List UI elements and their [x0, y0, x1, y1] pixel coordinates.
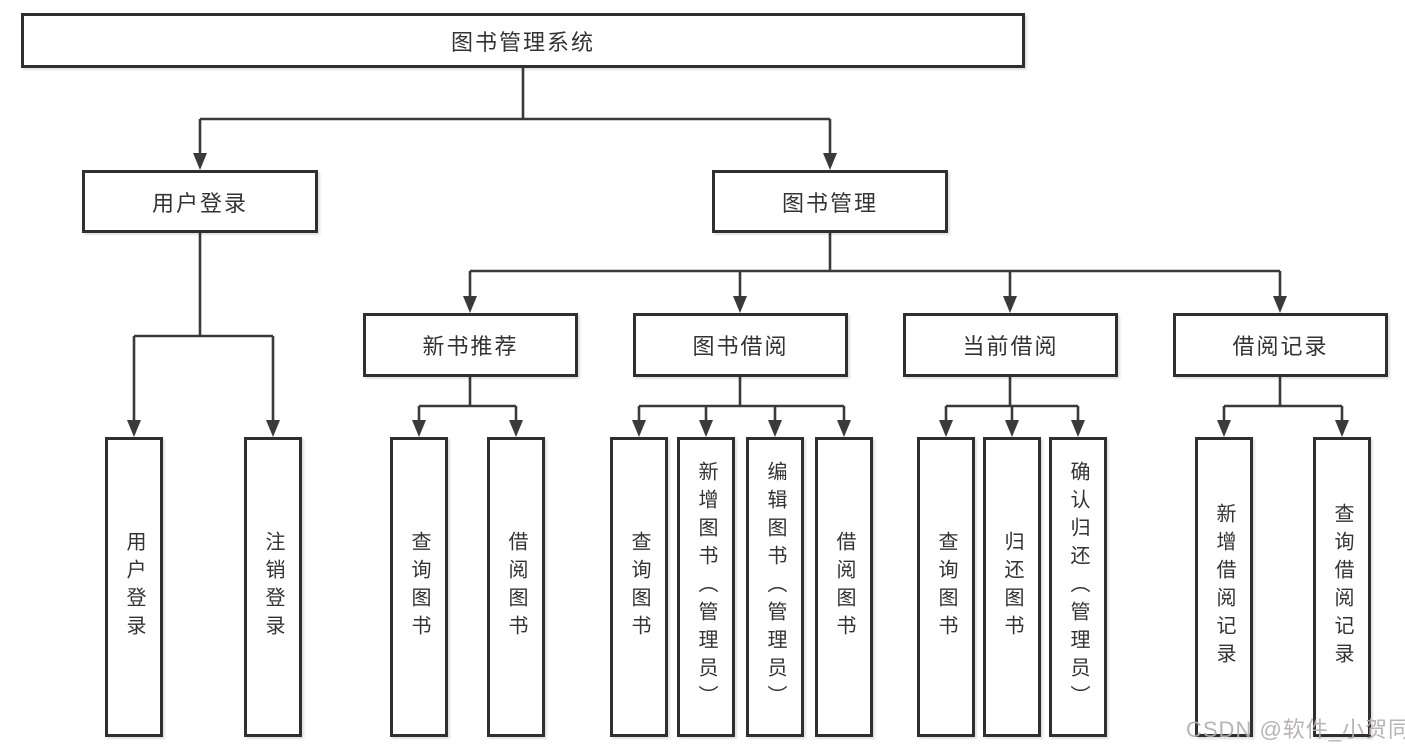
node-new-book-recommendation: 新书推荐 — [363, 313, 578, 377]
leaf-confirm-return-admin: 确认归还（管理员） — [1049, 437, 1107, 737]
node-current-borrowing: 当前借阅 — [903, 313, 1118, 377]
leaf-label: 查询图书 — [408, 531, 430, 643]
leaf-query-books-current: 查询图书 — [917, 437, 975, 737]
arrowhead — [768, 420, 782, 437]
connector-root-to-level2 — [198, 68, 832, 156]
node-borrowing-records: 借阅记录 — [1173, 313, 1388, 377]
arrowhead — [1005, 420, 1019, 437]
leaf-query-books-newbook: 查询图书 — [390, 437, 448, 737]
node-user-login: 用户登录 — [82, 170, 318, 233]
node-library-management-system: 图书管理系统 — [21, 13, 1025, 68]
arrowhead — [837, 420, 851, 437]
arrowhead — [823, 153, 837, 170]
arrowhead — [1273, 296, 1287, 313]
connector-new-book-children — [417, 377, 518, 423]
leaf-label: 查询图书 — [628, 531, 650, 643]
arrowhead — [412, 420, 426, 437]
leaf-label: 归还图书 — [1001, 531, 1023, 643]
arrowhead — [266, 420, 280, 437]
leaf-label: 借阅图书 — [505, 531, 527, 643]
leaf-label: 查询借阅记录 — [1331, 503, 1353, 671]
leaf-borrow-books: 借阅图书 — [815, 437, 873, 737]
arrowhead — [632, 420, 646, 437]
arrowhead — [939, 420, 953, 437]
leaf-query-books-borrow: 查询图书 — [610, 437, 668, 737]
csdn-watermark: CSDN @软件_小贺同学 — [1186, 717, 1405, 742]
leaf-label: 编辑图书（管理员） — [764, 461, 786, 713]
leaf-label: 查询图书 — [935, 531, 957, 643]
arrowhead — [463, 296, 477, 313]
connector-borrow-records-children — [1222, 377, 1344, 423]
arrowhead — [193, 153, 207, 170]
leaf-label: 借阅图书 — [833, 531, 855, 643]
leaf-logout: 注销登录 — [244, 437, 302, 737]
leaf-add-borrow-record: 新增借阅记录 — [1195, 437, 1253, 737]
connector-user-login-children — [132, 233, 275, 423]
leaf-label: 新增借阅记录 — [1213, 503, 1235, 671]
leaf-label: 注销登录 — [262, 531, 284, 643]
leaf-label: 用户登录 — [123, 531, 145, 643]
connector-current-borrow-children — [944, 377, 1080, 423]
node-book-borrowing: 图书借阅 — [633, 313, 848, 377]
leaf-label: 确认归还（管理员） — [1067, 461, 1089, 713]
leaf-edit-books-admin: 编辑图书（管理员） — [746, 437, 804, 737]
arrowhead — [1217, 420, 1231, 437]
connector-book-borrow-children — [637, 377, 846, 423]
arrowhead — [127, 420, 141, 437]
arrowhead — [1003, 296, 1017, 313]
arrowhead — [699, 420, 713, 437]
leaf-user-login: 用户登录 — [105, 437, 163, 737]
leaf-borrow-books-newbook: 借阅图书 — [487, 437, 545, 737]
leaf-query-borrow-record: 查询借阅记录 — [1313, 437, 1371, 737]
leaf-label: 新增图书（管理员） — [695, 461, 717, 713]
leaf-return-books: 归还图书 — [983, 437, 1041, 737]
arrowhead — [1335, 420, 1349, 437]
arrowhead — [509, 420, 523, 437]
leaf-add-books-admin: 新增图书（管理员） — [677, 437, 735, 737]
node-book-management: 图书管理 — [712, 170, 948, 233]
arrowhead — [1071, 420, 1085, 437]
connector-book-management-children — [468, 233, 1282, 299]
arrowhead — [733, 296, 747, 313]
